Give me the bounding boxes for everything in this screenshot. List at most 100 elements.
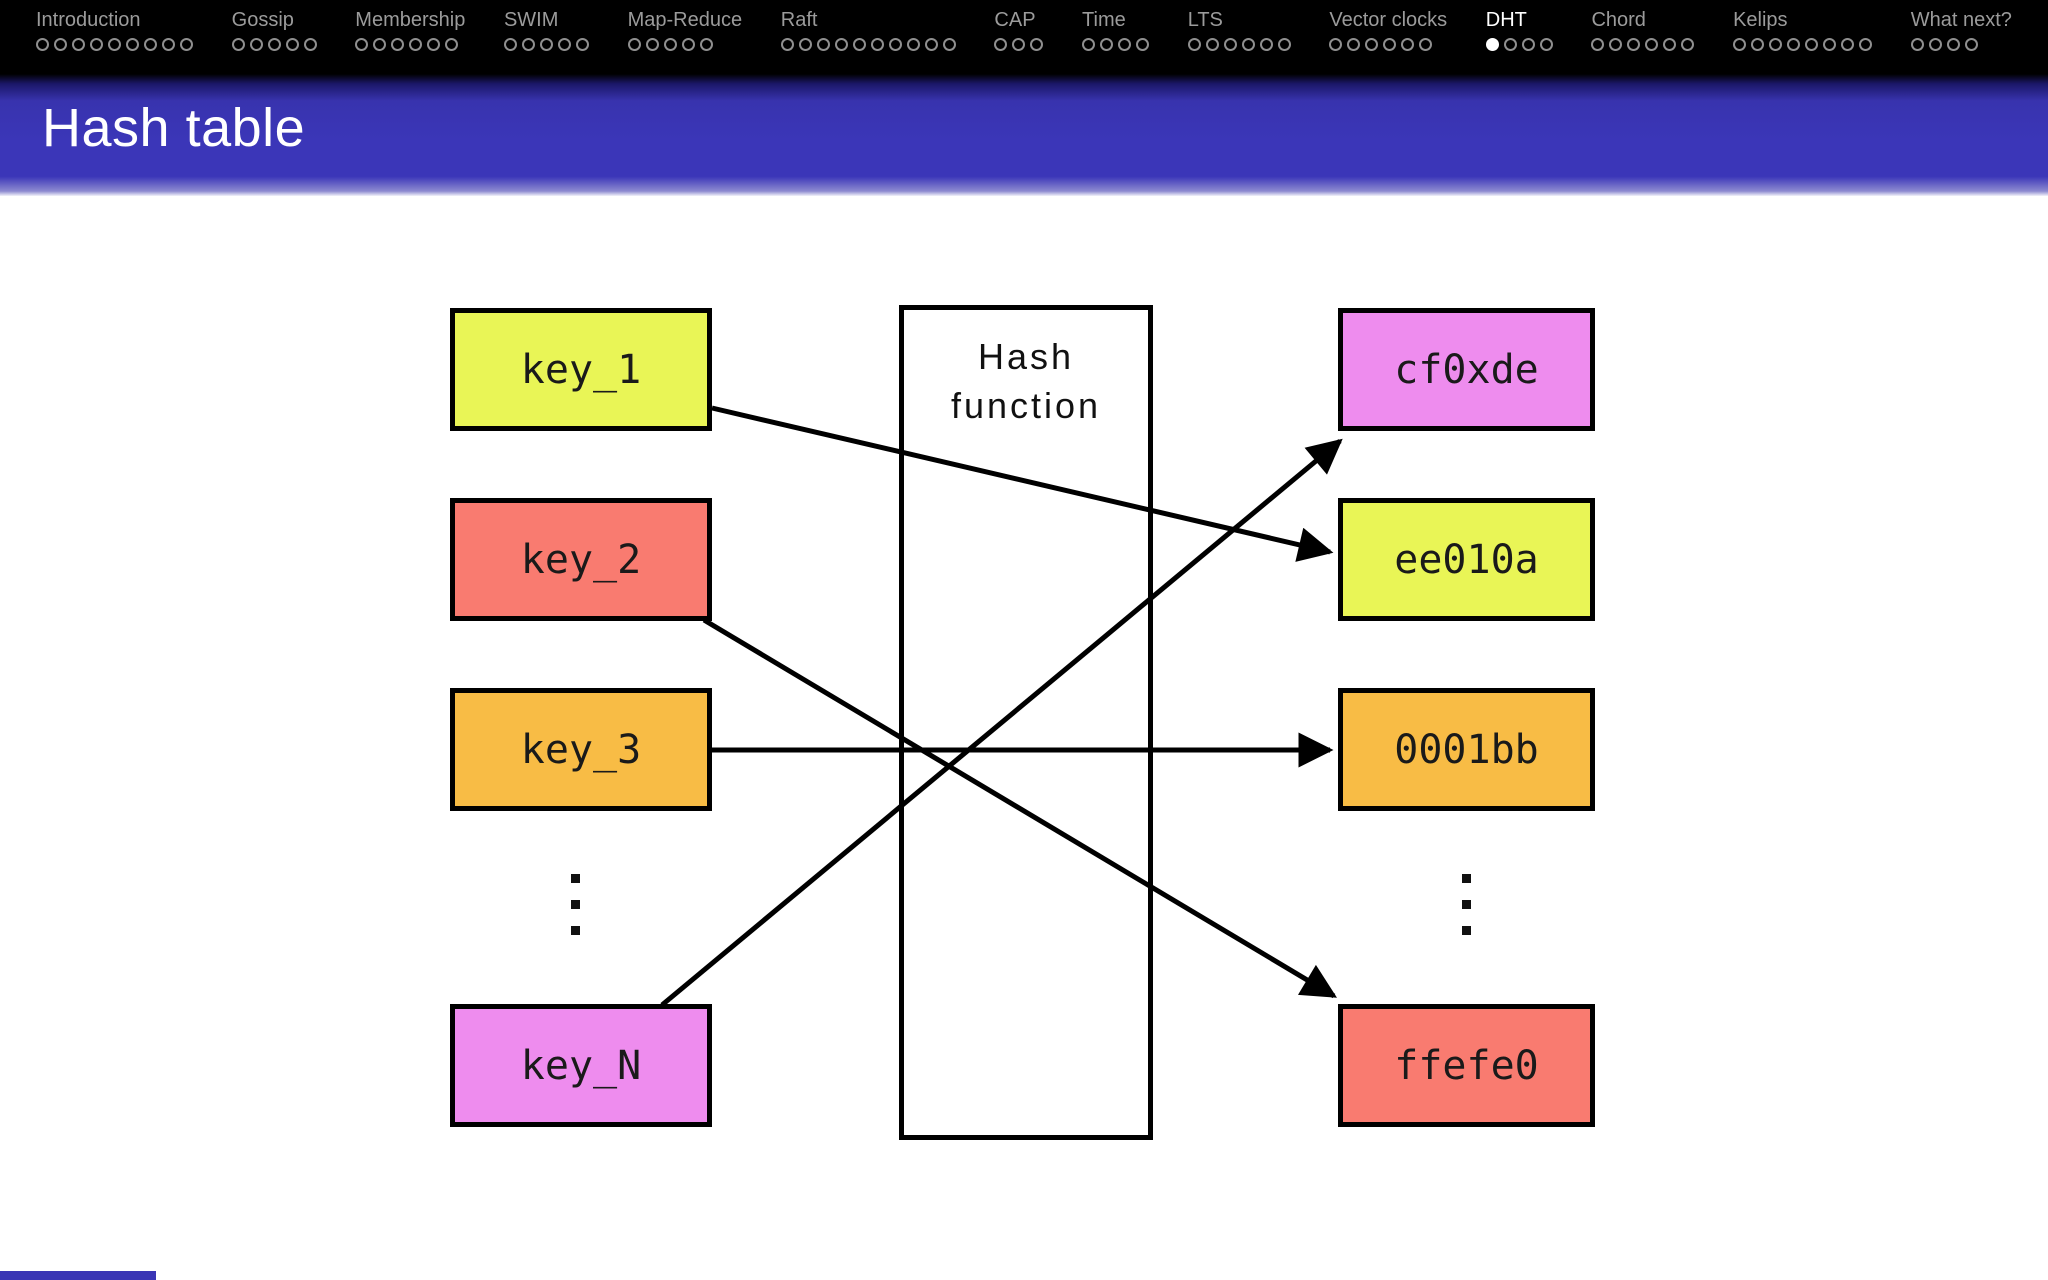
slide-dot[interactable] [645, 38, 659, 51]
nav-section-label[interactable]: Raft [780, 9, 818, 31]
slide-dot[interactable] [888, 38, 902, 51]
slide-dot[interactable] [852, 38, 866, 51]
slide-dot[interactable] [521, 38, 535, 51]
nav-section-label[interactable]: What next? [1910, 9, 2012, 31]
nav-section-raft: Raft [780, 9, 956, 74]
slide-dot[interactable] [627, 38, 641, 51]
slide-dot[interactable] [539, 38, 553, 51]
slide-dot[interactable] [1946, 38, 1960, 51]
slide-dot[interactable] [557, 38, 571, 51]
footline-bar [0, 1271, 156, 1280]
slide-dot[interactable] [126, 38, 139, 51]
nav-section-label[interactable]: DHT [1485, 9, 1527, 31]
slide-dot[interactable] [1118, 38, 1132, 51]
slide-dot[interactable] [1751, 38, 1765, 51]
slide-dot[interactable] [303, 38, 317, 51]
slide-dot[interactable] [1419, 38, 1433, 51]
slide-dot[interactable] [1591, 38, 1605, 51]
key-2-box: key_2 [450, 498, 712, 621]
nav-section-label[interactable]: CAP [994, 9, 1036, 31]
slide-dot[interactable] [409, 38, 423, 51]
slide-dot[interactable] [249, 38, 263, 51]
slide-dot[interactable] [1663, 38, 1677, 51]
nav-section-label[interactable]: Vector clocks [1329, 9, 1448, 31]
slide-dot[interactable] [231, 38, 245, 51]
nav-section-label[interactable]: Map-Reduce [627, 9, 743, 31]
slide-dot[interactable] [1823, 38, 1837, 51]
slide-dot[interactable] [1030, 38, 1044, 51]
section-nav: Introduction Gossip Membership SWIM Map-Redu… [0, 0, 2048, 74]
slide-dot[interactable] [1645, 38, 1659, 51]
slide-dot[interactable] [663, 38, 677, 51]
slide-dot[interactable] [1082, 38, 1096, 51]
slide-dot[interactable] [834, 38, 848, 51]
slide-dot[interactable] [1329, 38, 1343, 51]
slide-dot[interactable] [427, 38, 441, 51]
nav-section-label[interactable]: LTS [1187, 9, 1223, 31]
slide-dot[interactable] [798, 38, 812, 51]
slide-dot[interactable] [1859, 38, 1873, 51]
slide-dot[interactable] [1205, 38, 1219, 51]
slide-dot[interactable] [1401, 38, 1415, 51]
slide-dot[interactable] [72, 38, 85, 51]
slide-dot[interactable] [1259, 38, 1273, 51]
slide-dot[interactable] [267, 38, 281, 51]
slide-dot[interactable] [1841, 38, 1855, 51]
slide-dot[interactable] [36, 38, 49, 51]
nav-section-label[interactable]: SWIM [503, 9, 559, 31]
slide-dot[interactable] [180, 38, 193, 51]
slide-dot[interactable] [1928, 38, 1942, 51]
slide-dot-current[interactable] [1485, 38, 1499, 51]
slide-dot[interactable] [994, 38, 1008, 51]
slide-dot[interactable] [942, 38, 956, 51]
slide-dot[interactable] [1609, 38, 1623, 51]
slide-dot[interactable] [1347, 38, 1361, 51]
slide-dot[interactable] [445, 38, 459, 51]
slide-dot[interactable] [1241, 38, 1255, 51]
slide-dot[interactable] [1136, 38, 1150, 51]
nav-section-label[interactable]: Time [1082, 9, 1126, 31]
slide-dot[interactable] [1100, 38, 1114, 51]
slide-dot[interactable] [1787, 38, 1801, 51]
slide-dot[interactable] [1539, 38, 1553, 51]
slide-dot[interactable] [1805, 38, 1819, 51]
slide-dot[interactable] [699, 38, 713, 51]
slide-dot[interactable] [503, 38, 517, 51]
slide-dot[interactable] [1503, 38, 1517, 51]
nav-section-label[interactable]: Membership [355, 9, 466, 31]
slide-dot[interactable] [1681, 38, 1695, 51]
nav-section-label[interactable]: Chord [1591, 9, 1646, 31]
slide-dot[interactable] [108, 38, 121, 51]
nav-section-label[interactable]: Kelips [1733, 9, 1788, 31]
slide-dot[interactable] [285, 38, 299, 51]
slide-dot[interactable] [391, 38, 405, 51]
slide-dot[interactable] [1365, 38, 1379, 51]
slide-dot[interactable] [90, 38, 103, 51]
slide-dot[interactable] [1187, 38, 1201, 51]
slide-dot[interactable] [355, 38, 369, 51]
slide-dot[interactable] [162, 38, 175, 51]
slide-dot[interactable] [1521, 38, 1535, 51]
slide-dot[interactable] [1383, 38, 1397, 51]
slide-dot[interactable] [1910, 38, 1924, 51]
slide-dot[interactable] [54, 38, 67, 51]
slide-dot[interactable] [1964, 38, 1978, 51]
slide-dot[interactable] [1012, 38, 1026, 51]
slide-dot[interactable] [681, 38, 695, 51]
nav-section-label[interactable]: Introduction [36, 9, 141, 31]
slide-dot[interactable] [1277, 38, 1291, 51]
slide-dot[interactable] [1733, 38, 1747, 51]
slide-dot[interactable] [1769, 38, 1783, 51]
slide-dot[interactable] [575, 38, 589, 51]
nav-section-swim: SWIM [503, 9, 589, 74]
slide-dot[interactable] [1627, 38, 1641, 51]
slide-dot[interactable] [373, 38, 387, 51]
slide-dot[interactable] [924, 38, 938, 51]
slide-dot[interactable] [870, 38, 884, 51]
slide-dot[interactable] [816, 38, 830, 51]
slide-dot[interactable] [906, 38, 920, 51]
slide-dot[interactable] [144, 38, 157, 51]
slide-dot[interactable] [780, 38, 794, 51]
nav-section-label[interactable]: Gossip [231, 9, 294, 31]
slide-dot[interactable] [1223, 38, 1237, 51]
